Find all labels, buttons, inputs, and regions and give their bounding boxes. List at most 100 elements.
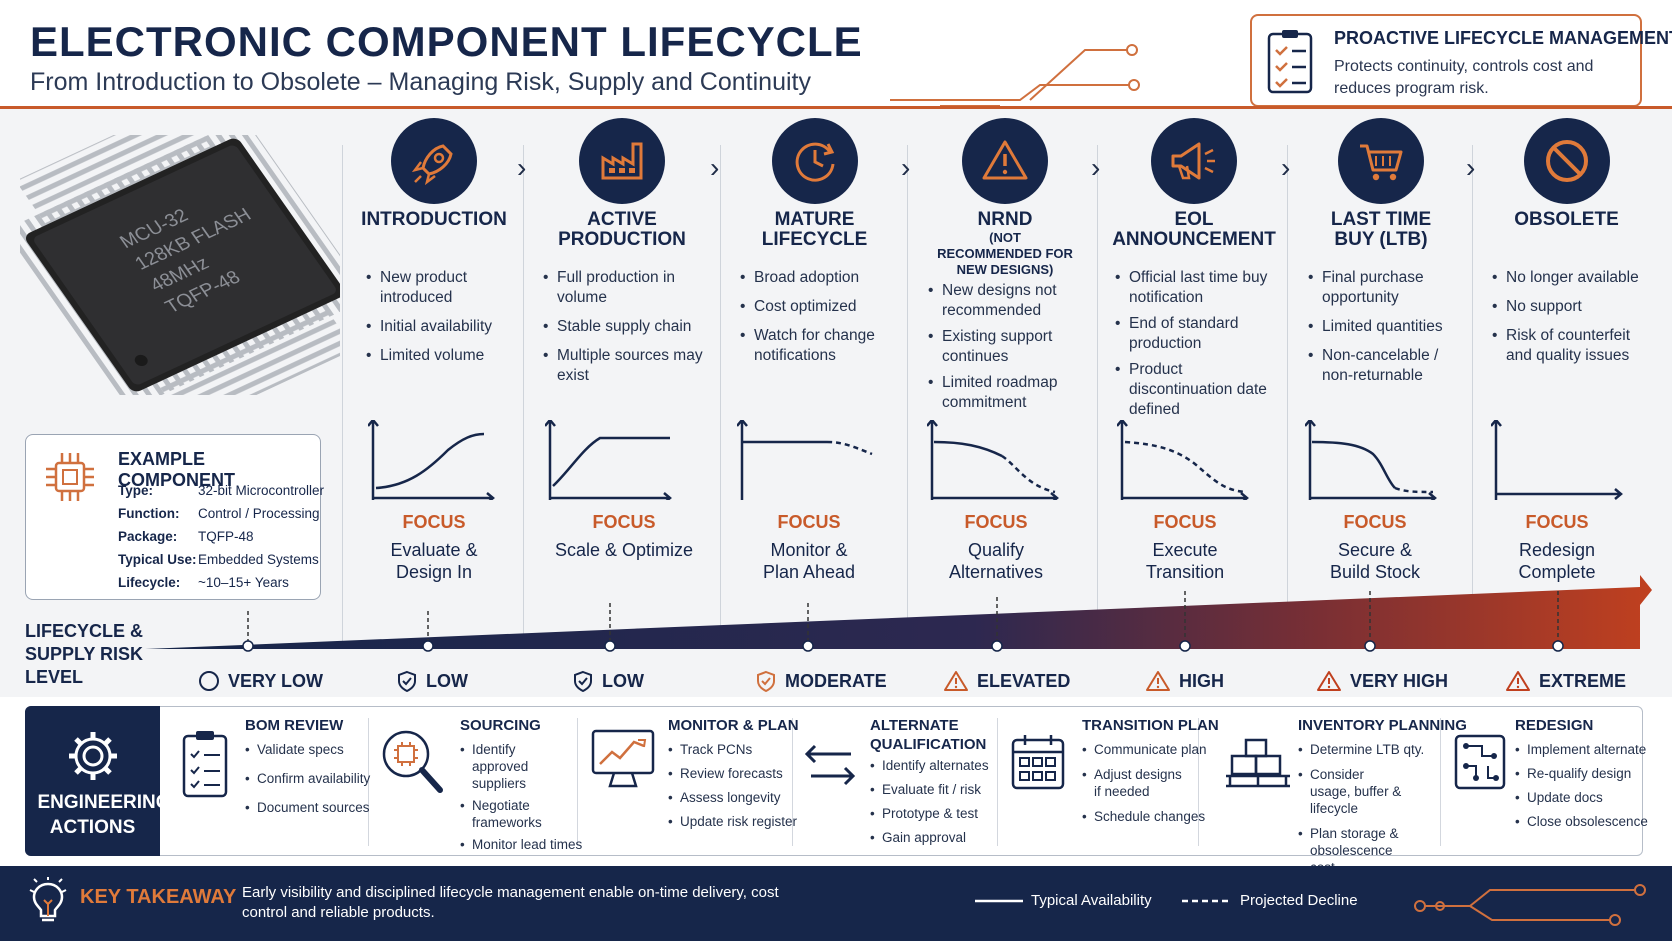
stage-name: NRND <box>977 209 1033 230</box>
action-title: BOM REVIEW <box>245 717 344 734</box>
focus-label: FOCUS <box>964 512 1028 532</box>
stage-subtitle: (NOT RECOMMENDED FOR NEW DESIGNS) <box>937 230 1073 277</box>
circuit-trace-decoration <box>890 44 1140 107</box>
bullet: Identify alternates <box>870 757 989 774</box>
bullet: Monitor lead times <box>460 836 582 853</box>
calendar-icon <box>1011 735 1065 790</box>
checklist-icon <box>1267 30 1313 94</box>
page-title: ELECTRONIC COMPONENT LIFECYCLE <box>30 18 863 65</box>
focus-active-production: FOCUS Scale & Optimize <box>534 512 714 561</box>
warning-icon <box>1506 671 1530 691</box>
bullet: Document sources <box>245 799 370 816</box>
example-row-lifecycle: Lifecycle:~10–15+ Years <box>118 575 289 590</box>
engineering-actions-label-box: ENGINEERING ACTIONS <box>25 706 171 856</box>
bullet: Update docs <box>1515 789 1648 806</box>
footer-bar <box>0 866 1672 941</box>
bullet: End of standard production <box>1115 314 1290 354</box>
rocket-icon <box>391 118 477 204</box>
shield-check-icon <box>757 670 775 692</box>
risk-level-very-low: VERY LOW <box>198 670 323 692</box>
stage-separator <box>523 145 524 645</box>
bullet: Non-cancelable / non-returnable <box>1308 346 1473 386</box>
risk-gradient-bar <box>145 575 1652 652</box>
prohibited-icon <box>1523 118 1610 204</box>
clock-icon <box>771 118 858 204</box>
swap-arrows-icon <box>805 744 856 786</box>
bullet: Review forecasts <box>668 765 799 782</box>
circle-icon <box>199 671 219 691</box>
example-component-card: EXAMPLE COMPONENT Type:32-bit Microcontr… <box>25 434 325 600</box>
header-divider <box>0 106 1672 109</box>
chevron-right-icon: › <box>1091 152 1101 183</box>
legend-dashed-line <box>1182 899 1232 902</box>
focus-text: Scale & Optimize <box>554 540 694 560</box>
bullet: Evaluate fit / risk <box>870 781 989 798</box>
bullet: Schedule changes <box>1082 808 1219 825</box>
stage-last-time-buy: LAST TIME BUY (LTB) <box>1288 118 1473 250</box>
example-row-type: Type:32-bit Microcontroller <box>118 483 325 498</box>
bullet: Stable supply chain <box>543 317 708 337</box>
action-title: INVENTORY PLANNING <box>1298 717 1467 734</box>
focus-text: Execute Transition <box>1145 540 1225 582</box>
stage-mature-lifecycle: MATURE LIFECYCLE <box>722 118 907 250</box>
bullet: Product discontinuation date defined <box>1115 360 1290 420</box>
bullet: Gain approval <box>870 829 989 846</box>
risk-level-low-2: LOW <box>572 670 644 692</box>
bullet: Adjust designs if needed <box>1082 766 1182 800</box>
chevron-right-icon: › <box>1281 152 1291 183</box>
engineering-actions-label: ENGINEERING ACTIONS <box>37 792 171 838</box>
risk-level-very-high: VERY HIGH <box>1316 670 1448 692</box>
stage-eol-announcement: EOL ANNOUNCEMENT <box>1100 118 1288 250</box>
risk-level-elevated: ELEVATED <box>943 670 1070 692</box>
bullet: Full production in volume <box>543 268 708 308</box>
focus-text: Evaluate & Design In <box>390 540 478 582</box>
key-takeaway-text: Early visibility and disciplined lifecyc… <box>242 884 779 921</box>
stage-separator <box>907 145 908 645</box>
focus-obsolete: FOCUS Redesign Complete <box>1467 512 1647 583</box>
bullet: Consider usage, buffer & lifecycle <box>1298 766 1408 817</box>
action-bom-review: BOM REVIEW Validate specsConfirm availab… <box>245 716 370 823</box>
circuit-board-icon <box>1454 734 1506 790</box>
action-inventory-planning: INVENTORY PLANNING Determine LTB qty. Co… <box>1298 716 1467 883</box>
stage-nrnd-bullets: New designs not recommended Existing sup… <box>928 281 1093 422</box>
action-alternate-qualification: ALTERNATE QUALIFICATION Identify alterna… <box>870 716 989 853</box>
action-title: ALTERNATE QUALIFICATION <box>870 717 987 753</box>
chevron-right-icon: › <box>517 152 527 183</box>
stage-mature-bullets: Broad adoption Cost optimized Watch for … <box>740 268 905 375</box>
stage-name: EOL ANNOUNCEMENT <box>1112 209 1276 250</box>
bullet: Limited volume <box>366 346 521 366</box>
bullet: Final purchase opportunity <box>1308 268 1473 308</box>
availability-curve-active-production <box>545 420 672 500</box>
bullet: Existing support continues <box>928 327 1093 367</box>
bullet: Validate specs <box>245 741 370 758</box>
legend-solid-line <box>975 899 1023 902</box>
boxes-icon <box>1226 738 1290 788</box>
availability-curve-obsolete <box>1491 420 1623 500</box>
stage-separator <box>342 145 343 645</box>
risk-level-label: LIFECYCLE & SUPPLY RISK LEVEL <box>25 621 144 687</box>
action-separator <box>1198 718 1199 846</box>
availability-curve-nrnd <box>927 420 1059 500</box>
stage-introduction-bullets: New product introduced Initial availabil… <box>366 268 521 375</box>
stage-name: OBSOLETE <box>1514 209 1619 230</box>
action-transition-plan: TRANSITION PLAN Communicate plan Adjust … <box>1082 716 1219 832</box>
action-title: TRANSITION PLAN <box>1082 717 1219 734</box>
bullet: Watch for change notifications <box>740 326 905 366</box>
focus-introduction: FOCUS Evaluate & Design In <box>344 512 524 583</box>
clipboard-icon <box>182 731 228 798</box>
proactive-description: Protects continuity, controls cost and r… <box>1334 58 1594 97</box>
stage-name: INTRODUCTION <box>361 209 507 230</box>
bullet: Limited quantities <box>1308 317 1473 337</box>
risk-level-high: HIGH <box>1145 670 1224 692</box>
chip-icon <box>46 453 94 501</box>
bullet: Re-qualify design <box>1515 765 1648 782</box>
bullet: New designs not recommended <box>928 281 1093 321</box>
warning-icon <box>1317 671 1341 691</box>
lightbulb-icon <box>29 877 67 922</box>
action-separator <box>577 718 578 846</box>
mcu-chip-illustration: MCU-32 128KB FLASH 48MHz TQFP-48 <box>20 135 340 395</box>
focus-text: Redesign Complete <box>1518 540 1596 582</box>
shield-check-icon <box>574 670 592 692</box>
bullet: No support <box>1492 297 1652 317</box>
legend-typical-availability: Typical Availability <box>975 892 1152 909</box>
